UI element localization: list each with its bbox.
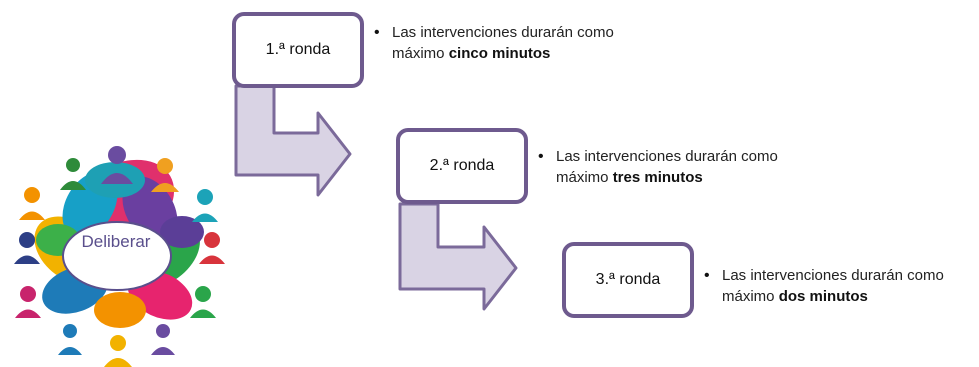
- arrow-round2-to-round3: [398, 202, 518, 311]
- round-3-label: 3.ª ronda: [595, 271, 661, 288]
- bullet-icon: •: [704, 267, 710, 284]
- round-2-text-line2: máximo: [556, 169, 613, 186]
- round-2-label: 2.ª ronda: [429, 157, 495, 174]
- round-3-text-line1: Las intervenciones durarán como: [722, 267, 944, 284]
- person-icon-magenta: [15, 286, 41, 318]
- round-2-duration: tres minutos: [612, 169, 703, 186]
- round-1-label: 1.ª ronda: [265, 41, 331, 58]
- round-3-duration: dos minutos: [778, 288, 868, 305]
- person-icon-green-right: [190, 286, 216, 318]
- person-icon-purple-top: [101, 146, 133, 184]
- round-3-description: • Las intervenciones durarán como máximo…: [702, 265, 979, 307]
- person-icon-orange-left: [19, 187, 45, 220]
- round-3-text-line2: máximo: [722, 288, 779, 305]
- person-icon-red: [199, 232, 225, 264]
- bullet-icon: •: [374, 24, 380, 41]
- round-1-text-line1: Las intervenciones durarán como: [392, 24, 614, 41]
- hub-label: Deliberar: [81, 232, 151, 251]
- round-2-description: • Las intervenciones durarán como máximo…: [536, 146, 856, 188]
- person-icon-orange: [151, 158, 179, 192]
- round-2-text-line1: Las intervenciones durarán como: [556, 148, 778, 165]
- person-icon-purple-bottom: [151, 324, 175, 355]
- arrow-round1-to-round2: [234, 84, 352, 197]
- person-icon-teal: [192, 189, 218, 222]
- person-icon-yellow: [104, 335, 132, 367]
- round-1-text-line2: máximo: [392, 45, 449, 62]
- person-icon-navy: [14, 232, 40, 264]
- round-1-description: • Las intervenciones durarán como máximo…: [372, 22, 692, 64]
- bullet-icon: •: [538, 148, 544, 165]
- round-2-box: 2.ª ronda: [396, 128, 528, 204]
- round-3-box: 3.ª ronda: [562, 242, 694, 318]
- people-discussion-illustration: [14, 146, 225, 367]
- round-1-duration: cinco minutos: [448, 45, 551, 62]
- person-icon-green: [60, 158, 86, 190]
- round-1-box: 1.ª ronda: [232, 12, 364, 88]
- person-icon-blue-bottom: [58, 324, 82, 355]
